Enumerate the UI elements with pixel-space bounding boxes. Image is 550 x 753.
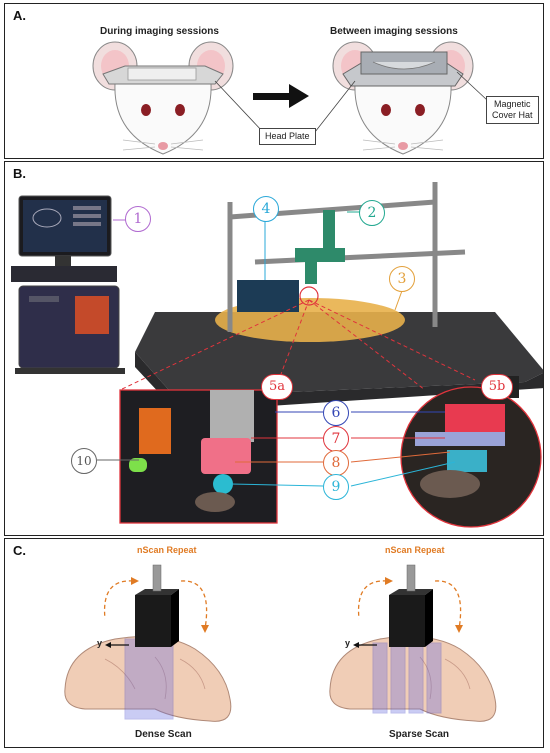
callout-5b: 5b <box>481 374 513 400</box>
panel-c: C. <box>4 538 544 748</box>
callout-3: 3 <box>389 266 415 292</box>
callout-1: 1 <box>125 206 151 232</box>
scan-diagrams <box>64 564 497 722</box>
panel-a-label: A. <box>13 8 26 23</box>
panel-a: A. During imaging sessions Between imagi… <box>4 3 544 159</box>
headplate-leader-right <box>314 80 356 133</box>
panel-c-label: C. <box>13 543 26 558</box>
mouse-left <box>92 41 234 155</box>
callout-4: 4 <box>253 196 279 222</box>
callout-9: 9 <box>323 474 349 500</box>
cover-hat-callout: Magnetic Cover Hat <box>486 96 539 124</box>
panel-b: B. <box>4 161 544 536</box>
between-title: Between imaging sessions <box>330 26 458 37</box>
during-title: During imaging sessions <box>100 26 219 37</box>
dense-scan-label: Dense Scan <box>135 729 192 740</box>
gantry-frame <box>227 182 466 332</box>
arrow <box>253 84 309 108</box>
callout-5a: 5a <box>261 374 293 400</box>
headplate-leader-left <box>214 80 264 133</box>
head-plate-callout: Head Plate <box>259 128 316 145</box>
workstation <box>11 195 125 374</box>
inset-5a <box>119 389 278 524</box>
head-plate-left <box>102 65 224 85</box>
callout-8: 8 <box>323 450 349 476</box>
callout-6: 6 <box>323 400 349 426</box>
repeat-label-left: nScan Repeat <box>137 545 197 555</box>
brain-right <box>329 564 497 722</box>
inset-5b <box>400 386 542 528</box>
axis-y-right: y <box>345 638 351 648</box>
axis-y-left: y <box>97 638 103 648</box>
cover-hat-line1: Magnetic <box>493 99 531 109</box>
mouse-illustrations <box>92 41 488 155</box>
brain-left <box>64 564 232 722</box>
sparse-scan-label: Sparse Scan <box>389 729 450 740</box>
callout-7: 7 <box>323 426 349 452</box>
cover-hat <box>342 51 464 87</box>
panel-b-label: B. <box>13 166 26 181</box>
cover-hat-line2: Cover Hat <box>492 110 533 120</box>
setup-illustration <box>11 182 543 528</box>
cover-leader <box>456 71 488 101</box>
robot-arm <box>295 210 345 284</box>
callout-10: 10 <box>71 448 97 474</box>
scanner-box <box>237 280 299 312</box>
callout-2: 2 <box>359 200 385 226</box>
repeat-label-right: nScan Repeat <box>385 545 445 555</box>
